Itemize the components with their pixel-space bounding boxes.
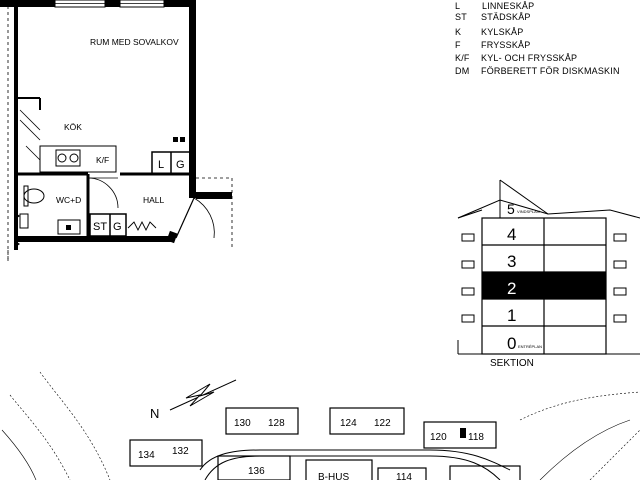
bottom-wall bbox=[14, 236, 174, 242]
kitchen-label: KÖK bbox=[64, 122, 82, 132]
legend-label: KYLSKÅP bbox=[481, 27, 524, 37]
left-wall bbox=[14, 7, 18, 250]
wc-label: WC+D bbox=[56, 195, 81, 205]
floor-4-label: 4 bbox=[507, 225, 516, 244]
legend-code: F bbox=[455, 40, 461, 50]
site-plan bbox=[1, 371, 640, 480]
building-label-130: 130 bbox=[234, 418, 251, 429]
legend-label: KYL- OCH FRYSSKÅP bbox=[481, 53, 578, 63]
kitchen-counter bbox=[39, 145, 117, 173]
building-b-hus bbox=[305, 459, 373, 480]
building-116 bbox=[449, 465, 521, 480]
building-label-132: 132 bbox=[172, 446, 189, 457]
building-124-122 bbox=[329, 407, 405, 435]
building-label-136: 136 bbox=[248, 466, 265, 477]
building-label-122: 122 bbox=[374, 418, 391, 429]
building-section bbox=[457, 179, 640, 355]
north-label: N bbox=[150, 406, 159, 421]
building-134-132 bbox=[129, 439, 203, 467]
legend-label: STÄDSKÅP bbox=[481, 12, 531, 22]
right-wall bbox=[189, 0, 196, 198]
kitchen-kf-label: K/F bbox=[96, 155, 109, 165]
floor-0-sub: ENTRÉPLAN bbox=[518, 344, 542, 349]
legend-label: LINNESKÅP bbox=[482, 1, 535, 11]
floor-3-label: 3 bbox=[507, 252, 516, 271]
cabinet-g2-label: G bbox=[113, 221, 122, 233]
cabinet-g-label: G bbox=[176, 159, 185, 171]
building-114 bbox=[377, 467, 427, 480]
floor-1-label: 1 bbox=[507, 306, 516, 325]
legend-code: K bbox=[455, 27, 462, 37]
washbasin bbox=[57, 219, 81, 235]
cabinet-stg bbox=[89, 213, 127, 237]
building-label-124: 124 bbox=[340, 418, 357, 429]
cabinet-st-label: ST bbox=[93, 221, 107, 233]
building-136 bbox=[217, 455, 291, 480]
apartment-floorplan bbox=[0, 0, 233, 262]
stair-wall bbox=[196, 192, 232, 199]
highlight-floor-2 bbox=[482, 272, 606, 299]
legend-label: FÖRBERETT FÖR DISKMASKIN bbox=[481, 66, 620, 76]
hall-label: HALL bbox=[143, 195, 165, 205]
building-label-b-hus: B-HUS bbox=[318, 472, 349, 480]
building-120-118 bbox=[423, 421, 497, 449]
legend-code: DM bbox=[455, 66, 470, 76]
building-130-128 bbox=[225, 407, 299, 435]
legend-code: ST bbox=[455, 12, 467, 22]
building-label-134: 134 bbox=[138, 450, 155, 461]
legend-code: K/F bbox=[455, 53, 470, 63]
sink bbox=[55, 149, 81, 167]
floor-5-label: 5 bbox=[507, 201, 515, 217]
legend-code: L bbox=[455, 1, 461, 11]
toilet bbox=[23, 188, 45, 204]
legend-label: FRYSSKÅP bbox=[481, 40, 531, 50]
section-title: SEKTION bbox=[490, 358, 534, 369]
building-label-114: 114 bbox=[396, 472, 412, 480]
floor-2-label: 2 bbox=[507, 279, 516, 298]
floor-5-sub: VINDSPLAN bbox=[517, 209, 540, 214]
building-label-128: 128 bbox=[268, 418, 285, 429]
building-label-120: 120 bbox=[430, 432, 447, 443]
cabinet-l-label: L bbox=[158, 159, 164, 171]
building-label-118: 118 bbox=[468, 432, 484, 443]
floor-0-label: 0 bbox=[507, 334, 516, 353]
room-main-label: RUM MED SOVALKOV bbox=[90, 37, 179, 47]
